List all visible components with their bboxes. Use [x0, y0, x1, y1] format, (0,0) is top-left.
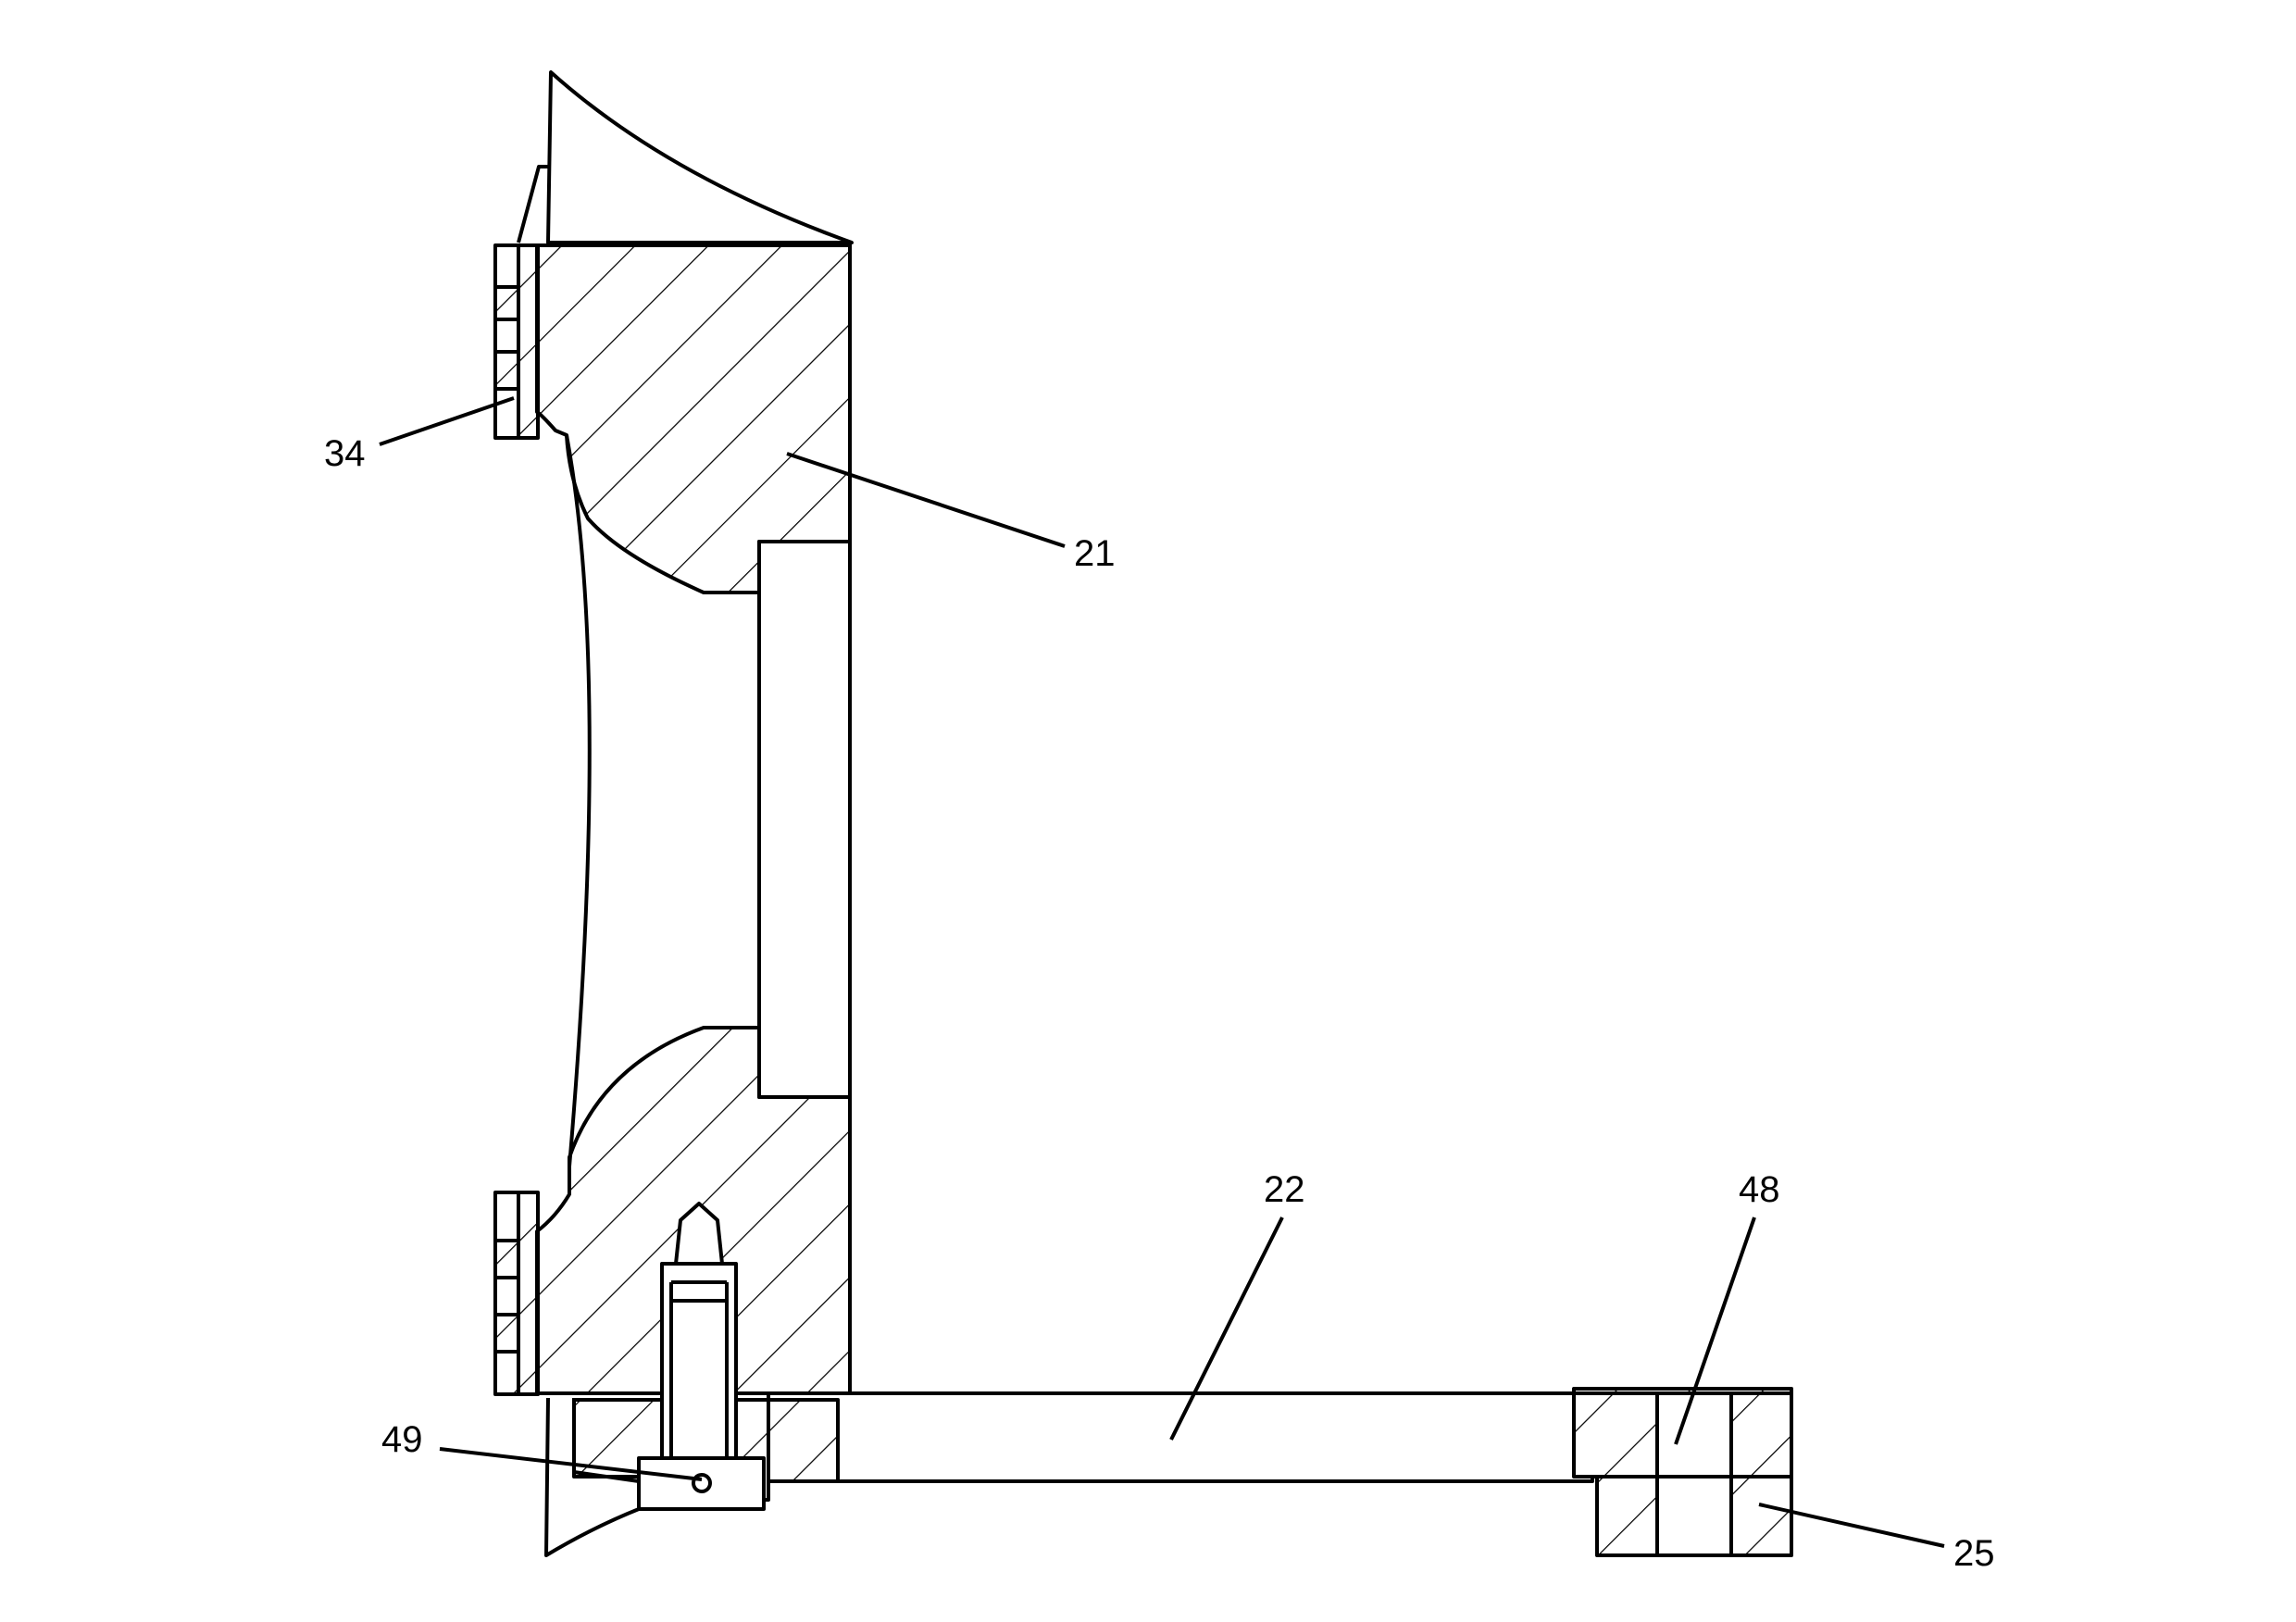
concave-profile [565, 434, 592, 1167]
label-48: 48 [1739, 1169, 1780, 1210]
bolt-tip [674, 1202, 724, 1266]
label-34: 34 [324, 433, 366, 474]
upper-bracket [517, 165, 551, 243]
upper-curved-flange [546, 70, 854, 244]
lower-curved-flange [544, 1397, 641, 1557]
leader-22 [1169, 1216, 1284, 1441]
bolt-nut [637, 1456, 766, 1511]
label-22: 22 [1264, 1169, 1305, 1210]
label-21: 21 [1074, 533, 1116, 574]
leader-48 [1674, 1216, 1756, 1445]
leader-25 [1758, 1503, 1945, 1548]
leader-21 [786, 452, 1066, 548]
recess-block [757, 540, 852, 1099]
leader-34 [379, 396, 515, 446]
label-49: 49 [381, 1419, 423, 1460]
leader-49 [439, 1447, 703, 1481]
main-body-upper [535, 243, 852, 594]
pin-hole [692, 1473, 712, 1493]
bore-48 [1655, 1391, 1733, 1557]
label-25: 25 [1953, 1533, 1995, 1574]
